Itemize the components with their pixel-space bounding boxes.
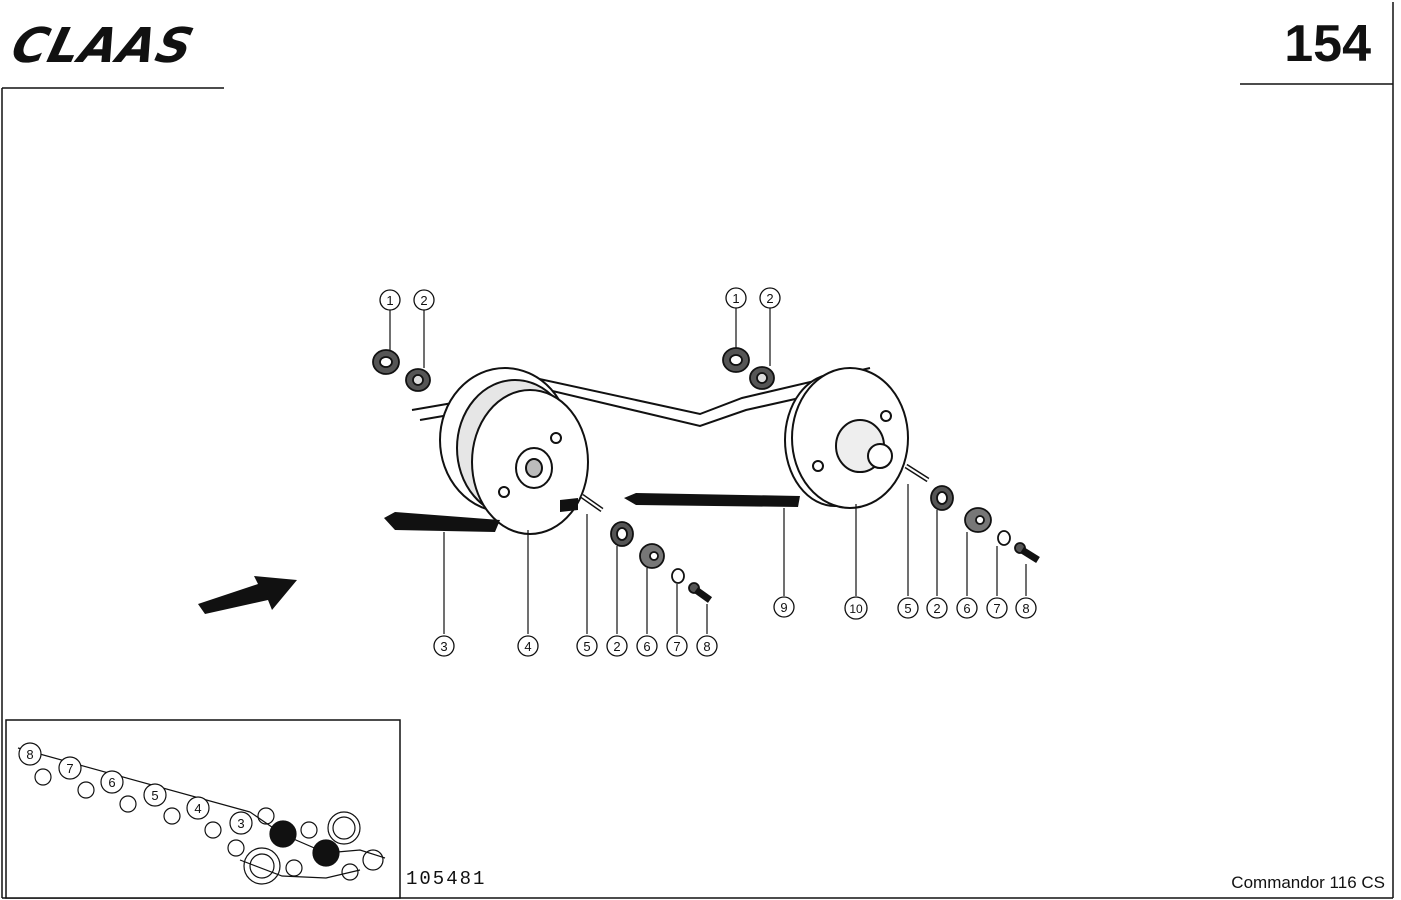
svg-text:4: 4 bbox=[194, 801, 201, 816]
pulley-right bbox=[784, 367, 909, 509]
callout-4: 4 bbox=[517, 635, 539, 657]
callout-6: 6 bbox=[956, 597, 978, 619]
svg-text:4: 4 bbox=[524, 639, 531, 654]
callout-1: 1 bbox=[379, 289, 401, 311]
callout-1: 1 bbox=[725, 287, 747, 309]
svg-text:7: 7 bbox=[993, 601, 1000, 616]
svg-text:2: 2 bbox=[420, 293, 427, 308]
svg-text:6: 6 bbox=[963, 601, 970, 616]
svg-text:3: 3 bbox=[440, 639, 447, 654]
pulley-left bbox=[439, 367, 589, 535]
svg-text:5: 5 bbox=[151, 788, 158, 803]
callout-7: 7 bbox=[986, 597, 1008, 619]
svg-text:6: 6 bbox=[643, 639, 650, 654]
overview-label-3: 3 bbox=[229, 811, 253, 835]
svg-text:5: 5 bbox=[904, 601, 911, 616]
svg-text:1: 1 bbox=[386, 293, 393, 308]
callout-2: 2 bbox=[606, 635, 628, 657]
svg-text:5: 5 bbox=[583, 639, 590, 654]
callout-7: 7 bbox=[666, 635, 688, 657]
callout-2: 2 bbox=[413, 289, 435, 311]
page-number: 154 bbox=[1284, 15, 1371, 73]
v-belt-lower-left bbox=[384, 498, 578, 532]
overview-label-7: 7 bbox=[58, 756, 82, 780]
leader-lines bbox=[389, 308, 1027, 634]
callout-6: 6 bbox=[636, 635, 658, 657]
overview-label-4: 4 bbox=[186, 796, 210, 820]
callout-5: 5 bbox=[897, 597, 919, 619]
svg-text:8: 8 bbox=[26, 747, 33, 762]
callout-5: 5 bbox=[576, 635, 598, 657]
callout-8: 8 bbox=[1015, 597, 1037, 619]
svg-text:2: 2 bbox=[766, 291, 773, 306]
svg-text:7: 7 bbox=[66, 761, 73, 776]
svg-text:7: 7 bbox=[673, 639, 680, 654]
callout-9: 9 bbox=[773, 596, 795, 618]
callout-8: 8 bbox=[696, 635, 718, 657]
overview-label-6: 6 bbox=[100, 770, 124, 794]
svg-text:2: 2 bbox=[933, 601, 940, 616]
callout-2: 2 bbox=[759, 287, 781, 309]
callout-2: 2 bbox=[926, 597, 948, 619]
svg-text:2: 2 bbox=[613, 639, 620, 654]
direction-arrow-icon bbox=[198, 576, 297, 614]
svg-text:8: 8 bbox=[1022, 601, 1029, 616]
callout-10: 10 bbox=[844, 596, 868, 620]
overview-label-8: 8 bbox=[18, 742, 42, 766]
overview-label-5: 5 bbox=[143, 783, 167, 807]
svg-text:8: 8 bbox=[703, 639, 710, 654]
v-belt-lower-right bbox=[624, 493, 800, 507]
svg-text:9: 9 bbox=[780, 600, 787, 615]
svg-text:6: 6 bbox=[108, 775, 115, 790]
model-name: Commandor 116 CS bbox=[1231, 873, 1385, 892]
overview-inset: 8 7 6 5 4 3 bbox=[5, 719, 401, 899]
svg-text:3: 3 bbox=[237, 816, 244, 831]
callout-3: 3 bbox=[433, 635, 455, 657]
svg-text:1: 1 bbox=[732, 291, 739, 306]
drawing-number: 105481 bbox=[406, 868, 487, 890]
svg-text:10: 10 bbox=[849, 602, 863, 616]
hardware-parts bbox=[372, 347, 1040, 603]
